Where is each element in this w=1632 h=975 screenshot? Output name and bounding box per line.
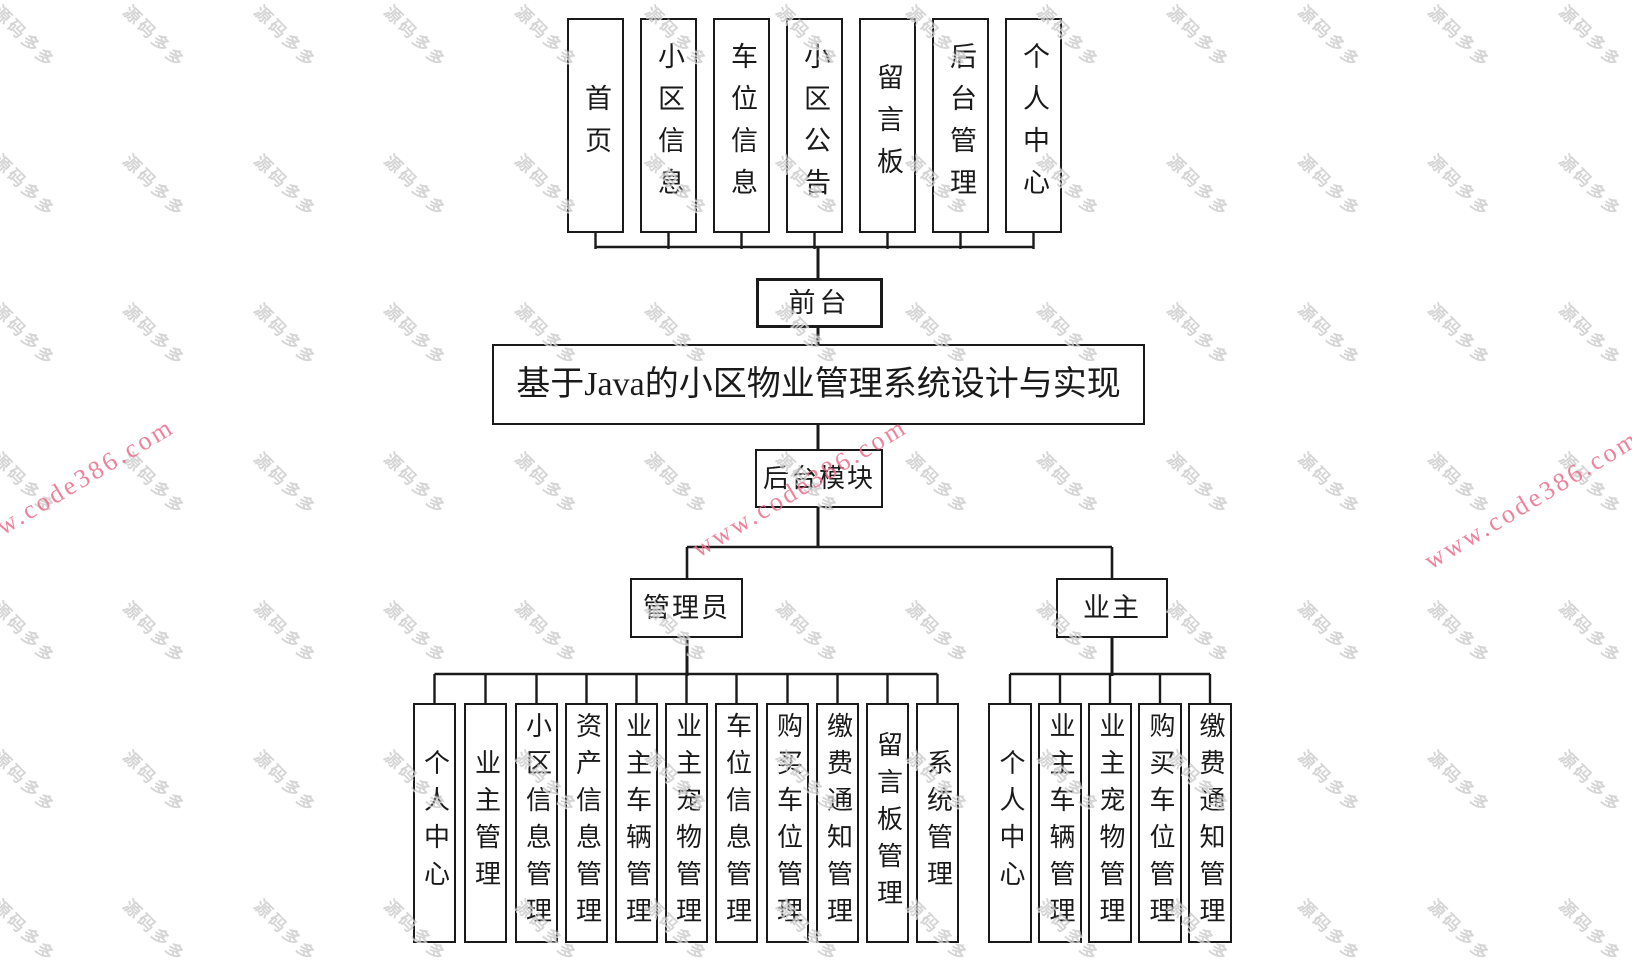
module-label: 业主管理 [471, 749, 501, 897]
admin-module-box: 系统管理 [916, 703, 959, 943]
front-module-box: 车位信息 [713, 18, 770, 233]
backend-module-box: 后台模块 [755, 449, 883, 508]
module-label: 个人中心 [420, 749, 450, 897]
module-label: 车位信息 [727, 41, 757, 210]
owner-module-box: 个人中心 [988, 703, 1032, 943]
front-module-box: 小区信息 [640, 18, 697, 233]
module-label: 个人中心 [996, 749, 1025, 897]
module-label: 业主宠物管理 [1096, 712, 1125, 934]
admin-role-label: 管理员 [643, 592, 730, 623]
admin-module-box: 业主宠物管理 [665, 703, 708, 943]
front-desk-label: 前台 [788, 287, 851, 318]
module-label: 缴费通知管理 [823, 712, 853, 934]
module-label: 后台管理 [946, 41, 976, 210]
owner-role-box: 业主 [1056, 578, 1168, 638]
admin-role-box: 管理员 [630, 578, 743, 638]
module-label: 购买车位管理 [1146, 712, 1175, 934]
module-label: 系统管理 [923, 749, 953, 897]
admin-module-box: 业主管理 [464, 703, 507, 943]
front-module-box: 留言板 [859, 18, 916, 233]
admin-module-box: 车位信息管理 [715, 703, 758, 943]
module-label: 首页 [581, 83, 611, 168]
module-label: 购买车位管理 [773, 712, 803, 934]
title-box: 基于Java的小区物业管理系统设计与实现 [492, 344, 1145, 425]
module-label: 小区公告 [800, 41, 830, 210]
owner-role-label: 业主 [1083, 592, 1141, 623]
module-label: 个人中心 [1019, 41, 1049, 210]
admin-module-box: 购买车位管理 [766, 703, 809, 943]
module-label: 业主宠物管理 [672, 712, 702, 934]
admin-module-box: 资产信息管理 [565, 703, 608, 943]
module-label: 留言板 [873, 62, 903, 189]
backend-module-label: 后台模块 [762, 463, 875, 493]
front-module-box: 个人中心 [1005, 18, 1062, 233]
module-label: 留言板管理 [873, 730, 903, 916]
front-module-box: 首页 [567, 18, 624, 233]
owner-module-box: 业主车辆管理 [1038, 703, 1082, 943]
admin-module-box: 缴费通知管理 [816, 703, 859, 943]
admin-module-box: 个人中心 [413, 703, 456, 943]
module-label: 缴费通知管理 [1196, 712, 1225, 934]
admin-module-box: 留言板管理 [866, 703, 909, 943]
module-label: 小区信息管理 [522, 712, 552, 934]
front-module-box: 后台管理 [932, 18, 989, 233]
front-module-box: 小区公告 [786, 18, 843, 233]
front-desk-box: 前台 [756, 278, 883, 328]
system-title: 基于Java的小区物业管理系统设计与实现 [516, 365, 1121, 403]
admin-module-box: 业主车辆管理 [615, 703, 658, 943]
module-label: 车位信息管理 [722, 712, 752, 934]
owner-module-box: 业主宠物管理 [1088, 703, 1132, 943]
owner-module-box: 缴费通知管理 [1188, 703, 1232, 943]
module-label: 业主车辆管理 [1046, 712, 1075, 934]
module-label: 小区信息 [654, 41, 684, 210]
owner-module-box: 购买车位管理 [1138, 703, 1182, 943]
module-label: 资产信息管理 [572, 712, 602, 934]
admin-module-box: 小区信息管理 [515, 703, 558, 943]
module-label: 业主车辆管理 [622, 712, 652, 934]
